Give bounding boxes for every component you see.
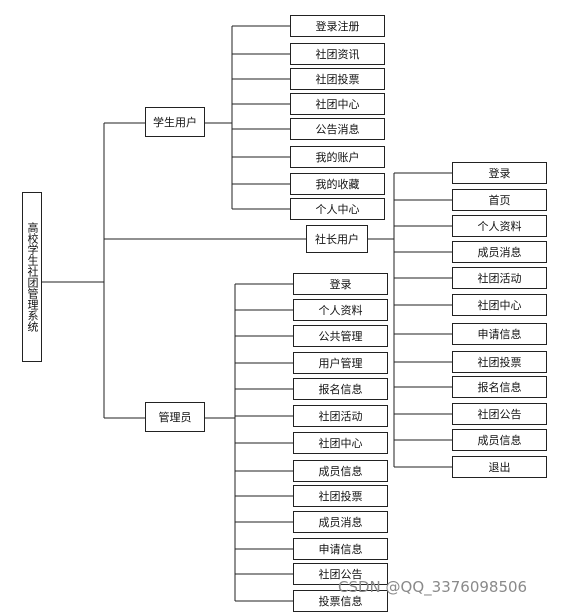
child-node-student: 社团投票 (290, 68, 385, 90)
child-node-admin: 成员信息 (293, 460, 388, 482)
child-node-leader: 成员消息 (452, 241, 547, 263)
child-node-student: 个人中心 (290, 198, 385, 220)
child-node-student: 我的收藏 (290, 173, 385, 195)
child-node-student: 公告消息 (290, 118, 385, 140)
child-node-leader: 成员信息 (452, 429, 547, 451)
child-node-admin: 申请信息 (293, 538, 388, 560)
child-node-student: 社团中心 (290, 93, 385, 115)
branch-node-student: 学生用户 (145, 107, 205, 137)
child-node-leader: 个人资料 (452, 215, 547, 237)
watermark: CSDN @QQ_3376098506 (338, 578, 528, 596)
child-node-admin: 社团中心 (293, 432, 388, 454)
child-node-leader: 社团投票 (452, 351, 547, 373)
child-node-leader: 首页 (452, 189, 547, 211)
branch-node-leader: 社长用户 (306, 225, 368, 253)
child-node-admin: 公共管理 (293, 325, 388, 347)
child-node-leader: 登录 (452, 162, 547, 184)
child-node-leader: 社团公告 (452, 403, 547, 425)
child-node-student: 登录注册 (290, 15, 385, 37)
child-node-leader: 社团中心 (452, 294, 547, 316)
child-node-leader: 申请信息 (452, 323, 547, 345)
child-node-student: 社团资讯 (290, 43, 385, 65)
child-node-admin: 登录 (293, 273, 388, 295)
child-node-admin: 成员消息 (293, 511, 388, 533)
child-node-student: 我的账户 (290, 146, 385, 168)
root-node: 高校学生社团管理系统 (22, 192, 42, 362)
child-node-leader: 报名信息 (452, 376, 547, 398)
child-node-admin: 用户管理 (293, 352, 388, 374)
child-node-admin: 报名信息 (293, 378, 388, 400)
child-node-admin: 社团公告 (293, 563, 388, 585)
child-node-leader: 社团活动 (452, 267, 547, 289)
child-node-admin: 个人资料 (293, 299, 388, 321)
connector-lines (42, 25, 452, 602)
child-node-admin: 社团活动 (293, 405, 388, 427)
branch-node-admin: 管理员 (145, 402, 205, 432)
child-node-leader: 退出 (452, 456, 547, 478)
child-node-admin: 社团投票 (293, 485, 388, 507)
